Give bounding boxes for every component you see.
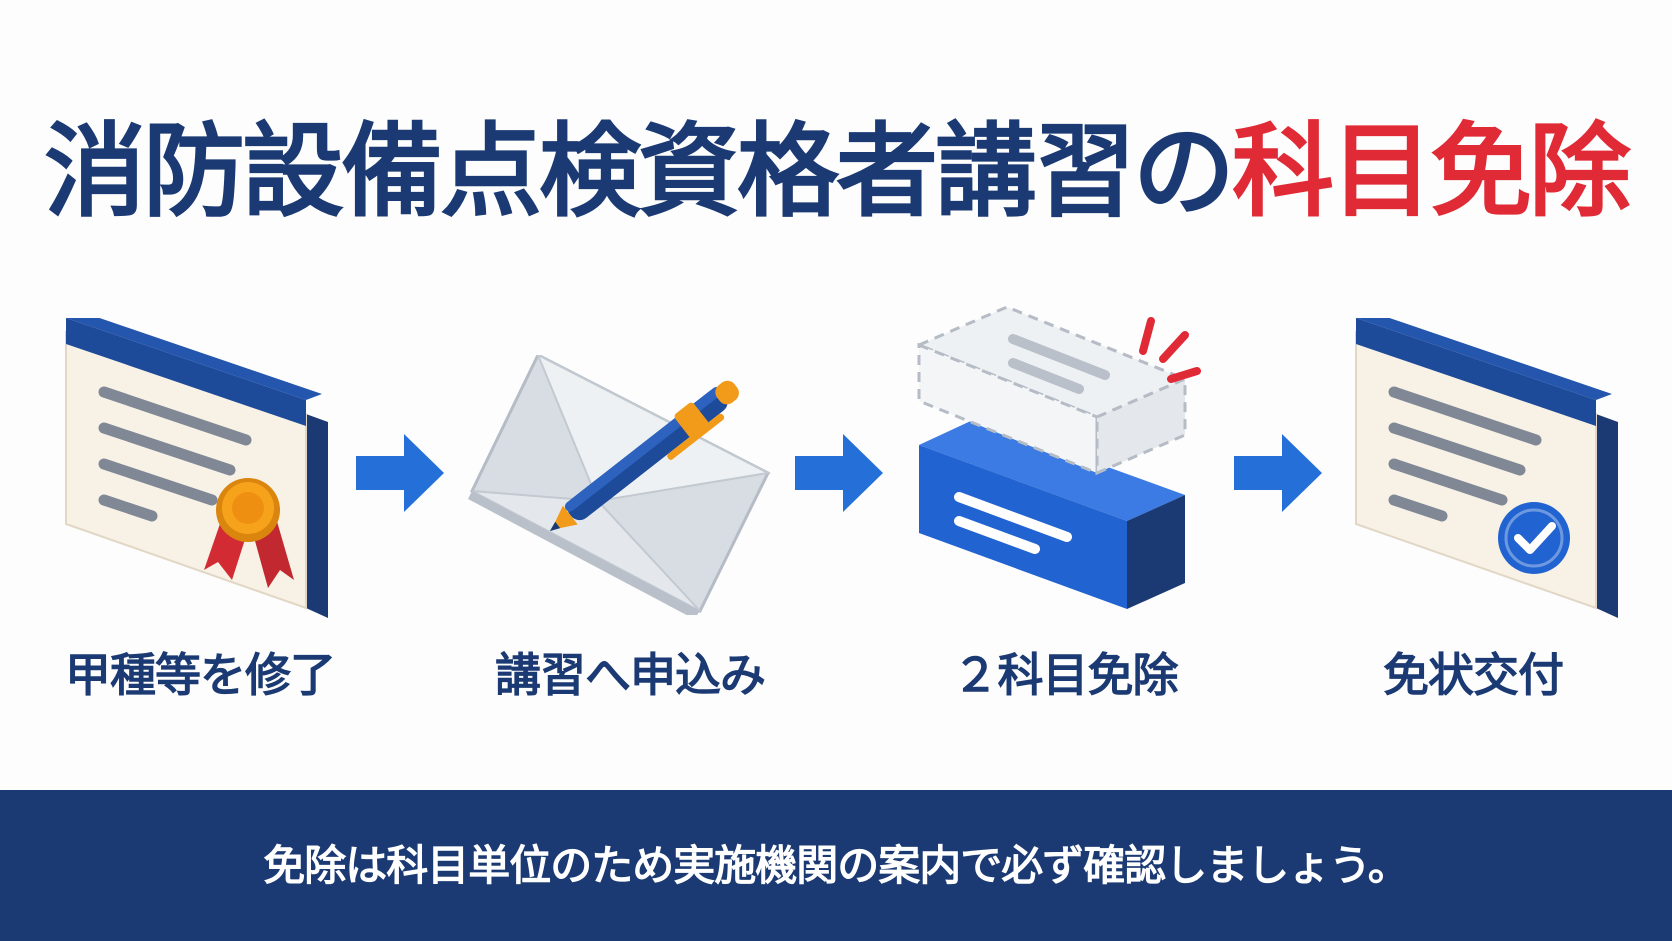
title-accent: 科目免除: [1232, 113, 1631, 232]
arrow-right-icon-2: [795, 434, 883, 512]
footer-banner: 免除は科目単位のため実施機関の案内で必ず確認しましょう。: [0, 790, 1672, 941]
step-label-1: 甲種等を修了: [65, 648, 336, 702]
step-label-2: 講習へ申込み: [495, 648, 766, 702]
footer-note: 免除は科目単位のため実施機関の案内で必ず確認しましょう。: [263, 841, 1409, 890]
certificate-ribbon-icon: [65, 318, 328, 618]
exempt-blocks-icon: [915, 305, 1201, 609]
page-title: 消防設備点検資格者講習の科目免除: [0, 108, 1672, 238]
title-main: 消防設備点検資格者講習の: [44, 113, 1235, 232]
arrow-right-icon-1: [356, 434, 444, 512]
arrow-right-icon-3: [1234, 434, 1322, 512]
envelope-pen-icon: [468, 355, 772, 615]
step-label-4: 免状交付: [1383, 648, 1564, 702]
step-label-3: ２科目免除: [952, 648, 1179, 702]
certificate-check-icon: [1355, 318, 1618, 618]
